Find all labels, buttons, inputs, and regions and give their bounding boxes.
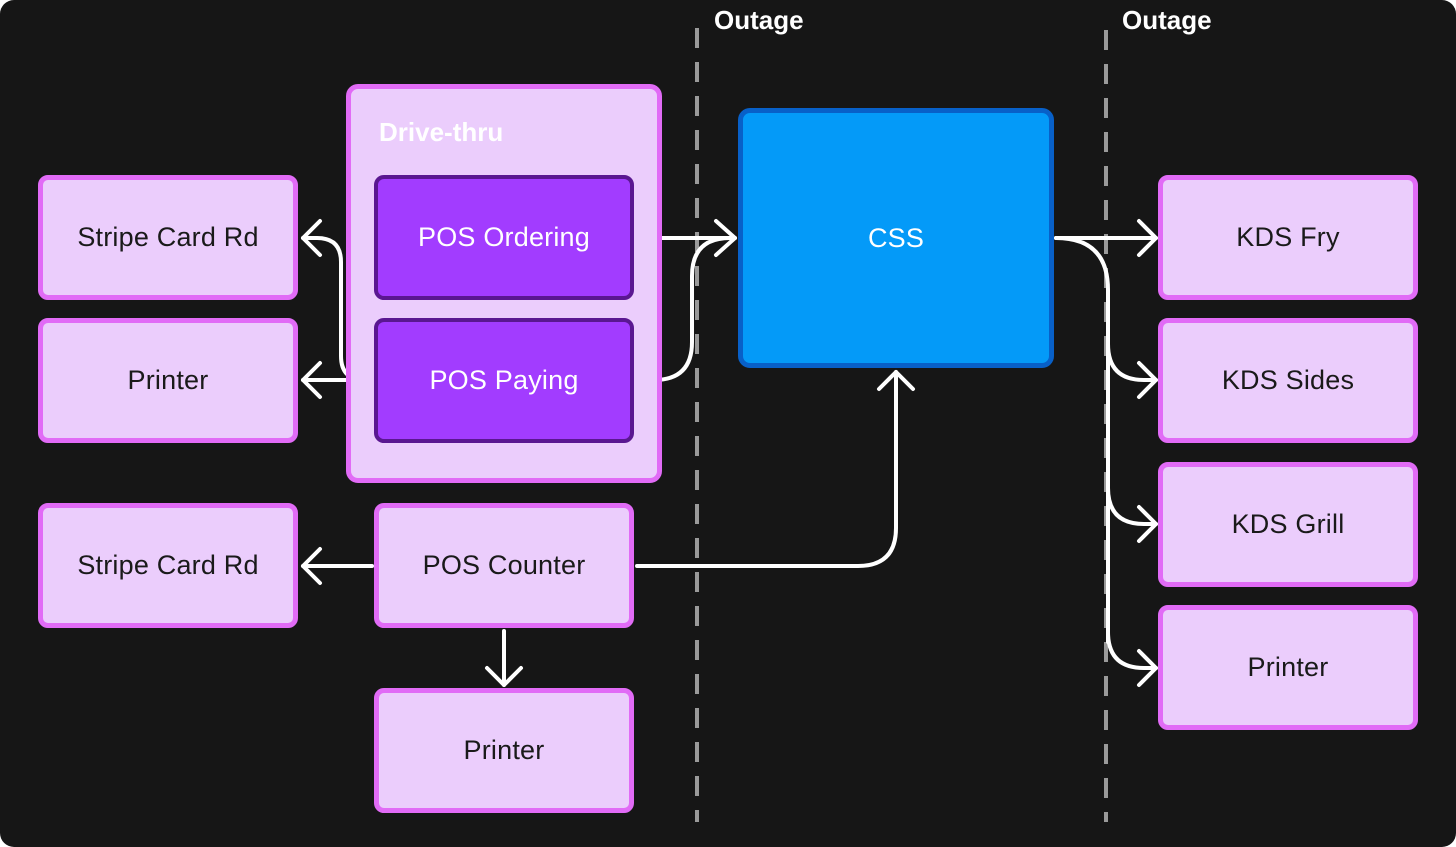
edge-counter-to-css: [635, 370, 898, 568]
outage-label-right: Outage: [1122, 5, 1212, 35]
kds-sides-label: KDS Sides: [1221, 365, 1355, 395]
arrowhead-kds-fry: [1137, 219, 1158, 257]
outage-label-left: Outage: [714, 5, 804, 35]
arrowhead-printer-1: [301, 361, 322, 399]
pos-ordering-node[interactable]: POS Ordering: [374, 175, 634, 300]
arrowhead-stripe-1: [301, 219, 322, 257]
stripe-card-reader-node-bottom[interactable]: Stripe Card Rd: [38, 503, 298, 628]
pos-ordering-label: POS Ordering: [418, 222, 590, 252]
arrowhead-printer-2: [485, 666, 523, 687]
arrowhead-kds-sides: [1137, 361, 1158, 399]
css-label: CSS: [867, 222, 925, 253]
edge-css-to-paying: [636, 236, 732, 382]
css-node[interactable]: CSS: [738, 108, 1054, 368]
pos-paying-node[interactable]: POS Paying: [374, 318, 634, 443]
drive-thru-label: Drive-thru: [379, 117, 504, 147]
kds-fry-label: KDS Fry: [1236, 222, 1340, 252]
arrowhead-stripe-2: [301, 547, 322, 585]
printer-node-right[interactable]: Printer: [1158, 605, 1418, 730]
kds-fry-node[interactable]: KDS Fry: [1158, 175, 1418, 300]
pos-counter-node[interactable]: POS Counter: [374, 503, 634, 628]
printer-node-left[interactable]: Printer: [38, 318, 298, 443]
arrowhead-printer-3: [1137, 649, 1158, 687]
kds-grill-node[interactable]: KDS Grill: [1158, 462, 1418, 587]
edge-css-to-kds-grill: [1106, 486, 1158, 526]
arrowhead-kds-grill: [1137, 505, 1158, 543]
pos-counter-label: POS Counter: [422, 550, 586, 580]
kds-sides-node[interactable]: KDS Sides: [1158, 318, 1418, 443]
pos-paying-label: POS Paying: [429, 365, 579, 395]
printer-label: Printer: [463, 735, 545, 765]
kds-grill-label: KDS Grill: [1231, 509, 1345, 539]
edge-css-to-kds-sides: [1106, 342, 1158, 382]
printer-label: Printer: [1247, 652, 1329, 682]
stripe-card-reader-label: Stripe Card Rd: [77, 222, 259, 252]
arrowhead-css-bottom: [877, 370, 915, 391]
printer-label: Printer: [127, 365, 209, 395]
edge-css-branch-trunk: [1054, 236, 1110, 644]
stripe-card-reader-label: Stripe Card Rd: [77, 550, 259, 580]
stripe-card-reader-node-top[interactable]: Stripe Card Rd: [38, 175, 298, 300]
edge-css-to-printer-3: [1106, 630, 1158, 670]
arrowhead-css-in: [714, 219, 737, 257]
printer-node-bottom[interactable]: Printer: [374, 688, 634, 813]
